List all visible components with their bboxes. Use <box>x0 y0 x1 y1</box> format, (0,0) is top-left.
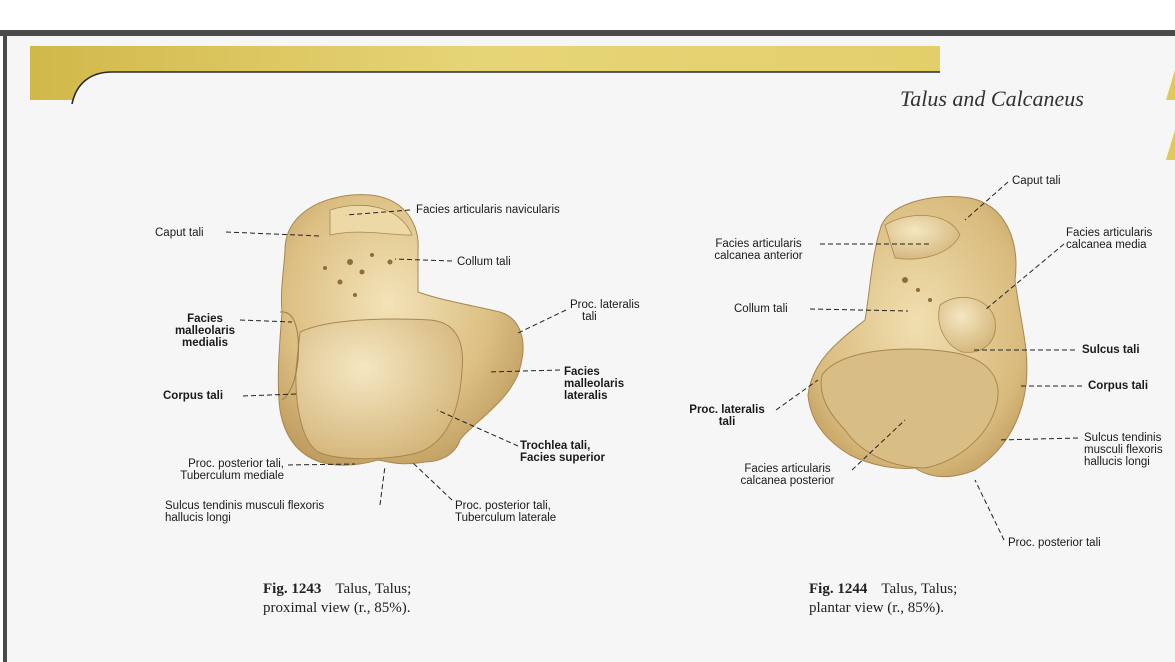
figure-number: Fig. 1243 <box>263 581 321 597</box>
label-corpus-tali-1244: Corpus tali <box>1088 380 1148 392</box>
label-line: musculi flexoris <box>1084 444 1163 456</box>
label-proc-posterior-tali-1244: Proc. posterior tali <box>1008 537 1101 549</box>
label-line: Trochlea tali, <box>520 440 605 452</box>
label-proc-posterior-tuberculum-laterale: Proc. posterior tali, Tuberculum lateral… <box>455 500 556 524</box>
label-line: Facies <box>165 313 245 325</box>
label-line: Proc. lateralis <box>682 404 772 416</box>
label-facies-calcanea-anterior: Facies articularis calcanea anterior <box>696 238 821 262</box>
label-sulcus-tali: Sulcus tali <box>1082 344 1140 356</box>
figure-number: Fig. 1244 <box>809 581 867 597</box>
caption-line-1: Fig. 1243 Talus, Talus; <box>263 580 411 599</box>
label-line: Proc. lateralis <box>570 299 640 311</box>
label-line: Proc. posterior tali, <box>134 458 284 470</box>
label-caput-tali-1244: Caput tali <box>1012 175 1061 187</box>
label-facies-malleolaris-medialis: Facies malleolaris medialis <box>165 313 245 349</box>
label-facies-calcanea-media: Facies articularis calcanea media <box>1066 227 1152 251</box>
caption-line-2: proximal view (r., 85%). <box>263 599 411 618</box>
talus-proximal-illustration <box>278 195 523 466</box>
label-proc-lateralis-tali-1243: Proc. lateralis tali <box>570 299 640 323</box>
label-line: hallucis longi <box>165 512 324 524</box>
label-facies-articularis-navicularis: Facies articularis navicularis <box>416 204 560 216</box>
label-line: Proc. posterior tali, <box>455 500 556 512</box>
label-line: malleolaris <box>165 325 245 337</box>
label-proc-posterior-tuberculum-mediale: Proc. posterior tali, Tuberculum mediale <box>134 458 284 482</box>
label-collum-tali-1244: Collum tali <box>734 303 788 315</box>
label-line: Sulcus tendinis musculi flexoris <box>165 500 324 512</box>
caption-fig-1244: Fig. 1244 Talus, Talus; plantar view (r.,… <box>809 580 957 618</box>
label-line: Facies articularis <box>696 238 821 250</box>
label-facies-calcanea-posterior: Facies articularis calcanea posterior <box>725 463 850 487</box>
caption-title: Talus, Talus; <box>335 581 411 597</box>
caption-title: Talus, Talus; <box>881 581 957 597</box>
label-line: tali <box>570 311 640 323</box>
label-line: Facies <box>564 366 624 378</box>
label-line: Tuberculum mediale <box>134 470 284 482</box>
label-sulcus-tendinis-1244: Sulcus tendinis musculi flexoris halluci… <box>1084 432 1163 468</box>
label-caput-tali-1243: Caput tali <box>155 227 204 239</box>
label-line: tali <box>682 416 772 428</box>
label-collum-tali-1243: Collum tali <box>457 256 511 268</box>
label-line: calcanea posterior <box>725 475 850 487</box>
label-line: calcanea media <box>1066 239 1152 251</box>
label-line: Facies articularis <box>1066 227 1152 239</box>
label-sulcus-tendinis-1243: Sulcus tendinis musculi flexoris halluci… <box>165 500 324 524</box>
label-corpus-tali-1243: Corpus tali <box>163 390 223 402</box>
label-trochlea-tali: Trochlea tali, Facies superior <box>520 440 605 464</box>
label-line: hallucis longi <box>1084 456 1163 468</box>
label-line: malleolaris <box>564 378 624 390</box>
label-line: Sulcus tendinis <box>1084 432 1163 444</box>
label-line: Tuberculum laterale <box>455 512 556 524</box>
label-line: medialis <box>165 337 245 349</box>
label-proc-lateralis-tali-1244: Proc. lateralis tali <box>682 404 772 428</box>
caption-fig-1243: Fig. 1243 Talus, Talus; proximal view (r.… <box>263 580 411 618</box>
label-line: Facies articularis <box>725 463 850 475</box>
label-line: lateralis <box>564 390 624 402</box>
label-facies-malleolaris-lateralis: Facies malleolaris lateralis <box>564 366 624 402</box>
caption-line-1: Fig. 1244 Talus, Talus; <box>809 580 957 599</box>
label-line: Facies superior <box>520 452 605 464</box>
caption-line-2: plantar view (r., 85%). <box>809 599 957 618</box>
talus-plantar-illustration <box>808 197 1027 477</box>
label-line: calcanea anterior <box>696 250 821 262</box>
